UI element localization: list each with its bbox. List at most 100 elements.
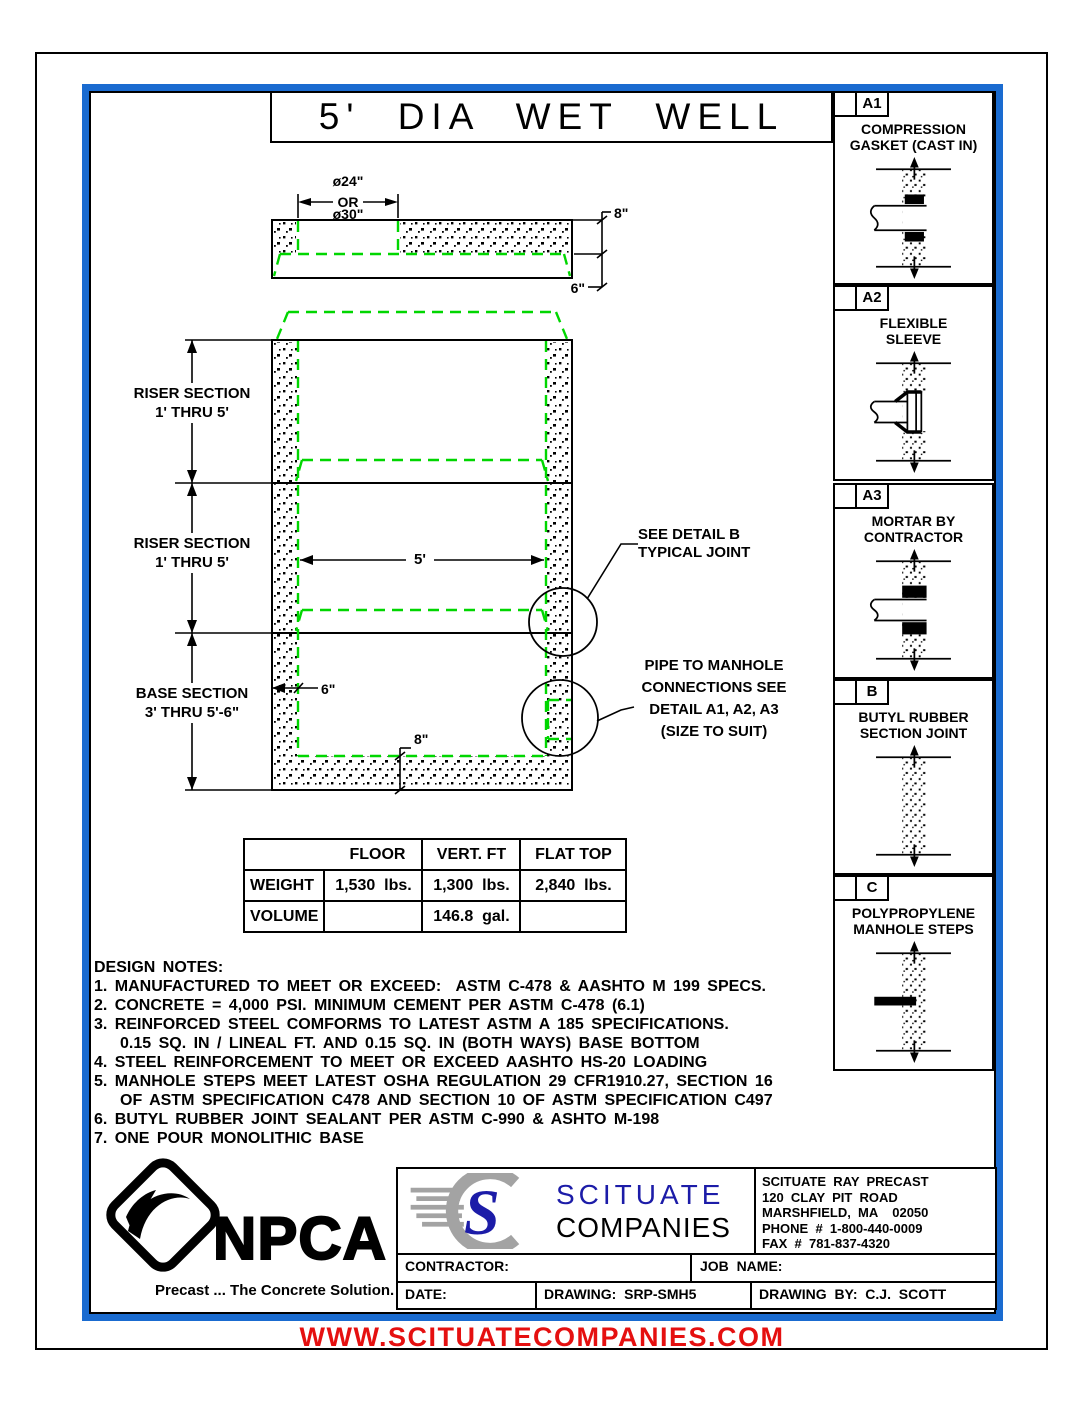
riser1-label-line2: 1' THRU 5' xyxy=(155,404,229,421)
wall-thickness-dimension: 6" xyxy=(272,681,335,697)
detail-panel-c: C POLYPROPYLENE MANHOLE STEPS xyxy=(833,875,994,1071)
address-line: 120 CLAY PIT ROAD xyxy=(762,1189,898,1205)
base-label-line1: BASE SECTION xyxy=(136,685,249,702)
gasket-block xyxy=(904,194,924,205)
weight-row-label: WEIGHT xyxy=(242,869,326,902)
job-name-field: JOB NAME: xyxy=(700,1258,783,1274)
tag-shelf xyxy=(835,115,855,117)
svg-text:S: S xyxy=(464,1176,500,1248)
joint-callout-line1: SEE DETAIL B xyxy=(638,526,740,543)
pipe-callout-leader xyxy=(596,706,635,722)
riser2-label-line1: RISER SECTION xyxy=(134,535,251,552)
detail-title-a1: COMPRESSION GASKET (CAST IN) xyxy=(849,121,978,153)
contractor-field: CONTRACTOR: xyxy=(405,1258,509,1274)
design-note: 6. BUTYL RUBBER JOINT SEALANT PER ASTM C… xyxy=(94,1111,660,1128)
dim-base-8: 8" xyxy=(414,731,428,747)
weight-flat-top: 2,840 lbs. xyxy=(519,869,628,902)
drawing-number-field: DRAWING: SRP-SMH5 xyxy=(544,1286,697,1302)
detail-panel-a1: A1 COMPRESSION GASKET (CAST IN) xyxy=(833,91,994,285)
joint-detail-circle xyxy=(528,587,598,657)
volume-row: VOLUME 146.8 gal. xyxy=(242,900,628,933)
detail-title-c: POLYPROPYLENE MANHOLE STEPS xyxy=(851,905,976,937)
dim-hole-30: ø30" xyxy=(333,206,364,222)
dim-5ft: 5' xyxy=(414,551,426,568)
pipe-callout: PIPE TO MANHOLE CONNECTIONS SEE DETAIL A… xyxy=(641,657,786,740)
gasket-block xyxy=(904,231,924,242)
spec-header-row: FLOOR VERT. FT FLAT TOP xyxy=(242,838,628,871)
section-dimension-line: RISER SECTION 1' THRU 5' RISER SECTION 1… xyxy=(116,339,272,791)
dim-slab-8: 8" xyxy=(614,205,628,221)
barrel-body xyxy=(271,310,573,791)
design-note-continuation: 0.15 SQ. IN / LINEAL FT. AND 0.15 SQ. IN… xyxy=(120,1035,700,1052)
detail-b-drawing xyxy=(876,745,951,867)
npca-wordmark: NPCA xyxy=(212,1204,388,1273)
mortar-fill xyxy=(902,622,927,635)
divider xyxy=(398,1281,995,1283)
opening-dimension: ø24" OR ø30" xyxy=(297,173,399,222)
drawn-by-field: DRAWING BY: C.J. SCOTT xyxy=(759,1286,947,1302)
pipe-callout-line4: (SIZE TO SUIT) xyxy=(661,723,767,740)
tag-shelf xyxy=(835,703,855,705)
weight-vert-ft: 1,300 lbs. xyxy=(421,869,522,902)
detail-tag-a1: A1 xyxy=(855,91,889,117)
riser2-label-line2: 1' THRU 5' xyxy=(155,554,229,571)
detail-title-b: BUTYL RUBBER SECTION JOINT xyxy=(858,709,969,741)
design-notes-heading: DESIGN NOTES: xyxy=(94,959,224,976)
scituate-logo: S SCITUATE COMPANIES xyxy=(406,1173,731,1249)
tag-shelf xyxy=(835,309,855,311)
dim-slab-6: 6" xyxy=(571,280,585,296)
slab-thickness-dimension: 8" 6" xyxy=(571,205,629,296)
title-block: S SCITUATE COMPANIES SCITUATE RAY PRECAS… xyxy=(396,1167,997,1310)
address-line: FAX # 781-837-4320 xyxy=(762,1236,890,1251)
weight-row: WEIGHT 1,530 lbs. 1,300 lbs. 2,840 lbs. xyxy=(242,869,628,902)
col-header-floor: FLOOR xyxy=(242,838,424,871)
joint-callout: SEE DETAIL B TYPICAL JOINT xyxy=(638,526,750,561)
blue-border xyxy=(82,84,1003,1321)
title-box: 5' DIA WET WELL xyxy=(270,91,833,143)
address-line: PHONE # 1-800-440-0009 xyxy=(762,1220,923,1236)
dim-hole-or: OR xyxy=(338,194,359,210)
joint-callout-line2: TYPICAL JOINT xyxy=(638,544,750,561)
company-name-line1: SCITUATE xyxy=(556,1179,725,1210)
detail-title-a2: FLEXIBLE SLEEVE xyxy=(879,315,948,347)
detail-panel-a3: A3 MORTAR BY CONTRACTOR xyxy=(833,483,994,679)
col-header-flat-top: FLAT TOP xyxy=(519,838,628,871)
company-address: SCITUATE RAY PRECAST 120 CLAY PIT ROAD M… xyxy=(762,1174,929,1252)
design-note: 3. REINFORCED STEEL COMFORMS TO LATEST A… xyxy=(94,1016,729,1033)
divider xyxy=(754,1169,756,1253)
page-title: 5' DIA WET WELL xyxy=(318,96,785,137)
riser1-label-line1: RISER SECTION xyxy=(134,385,251,402)
wet-well-cross-section: ø24" OR ø30" 8" 6" xyxy=(116,173,787,795)
divider xyxy=(535,1281,537,1308)
detail-tag-a2: A2 xyxy=(855,285,889,311)
detail-c-drawing xyxy=(874,941,951,1063)
divider xyxy=(690,1253,692,1281)
npca-diamond-icon xyxy=(106,1158,220,1272)
detail-panel-b: B BUTYL RUBBER SECTION JOINT xyxy=(833,679,994,875)
detail-tag-b: B xyxy=(855,679,889,705)
detail-a3-drawing xyxy=(869,549,951,671)
mortar-fill xyxy=(902,585,927,598)
design-note: 1. MANUFACTURED TO MEET OR EXCEED: ASTM … xyxy=(94,978,766,995)
design-note-continuation: OF ASTM SPECIFICATION C478 AND SECTION 1… xyxy=(120,1092,773,1109)
address-line: MARSHFIELD, MA 02050 xyxy=(762,1205,929,1220)
pipe-callout-line1: PIPE TO MANHOLE xyxy=(645,657,784,674)
tag-shelf xyxy=(835,899,855,901)
dim-wall-6: 6" xyxy=(321,681,335,697)
volume-floor xyxy=(323,900,424,933)
pipe-callout-line2: CONNECTIONS SEE xyxy=(641,679,786,696)
company-name-line2: COMPANIES xyxy=(556,1212,731,1243)
base-thickness-dimension: 8" xyxy=(394,731,428,795)
design-notes: DESIGN NOTES: 1. MANUFACTURED TO MEET OR… xyxy=(94,958,854,1148)
manhole-step xyxy=(874,996,917,1006)
date-field: DATE: xyxy=(405,1286,447,1302)
joint-callout-leader xyxy=(586,543,638,600)
base-label-line2: 3' THRU 5'-6" xyxy=(145,704,239,721)
address-line: SCITUATE RAY PRECAST xyxy=(762,1174,929,1189)
design-note: 4. STEEL REINFORCEMENT TO MEET OR EXCEED… xyxy=(94,1054,708,1071)
outer-border xyxy=(35,52,1048,1350)
detail-a2-drawing xyxy=(869,351,951,473)
divider xyxy=(398,1253,995,1255)
npca-logo: NPCA Precast ... The Concrete Solution. xyxy=(95,1158,405,1310)
